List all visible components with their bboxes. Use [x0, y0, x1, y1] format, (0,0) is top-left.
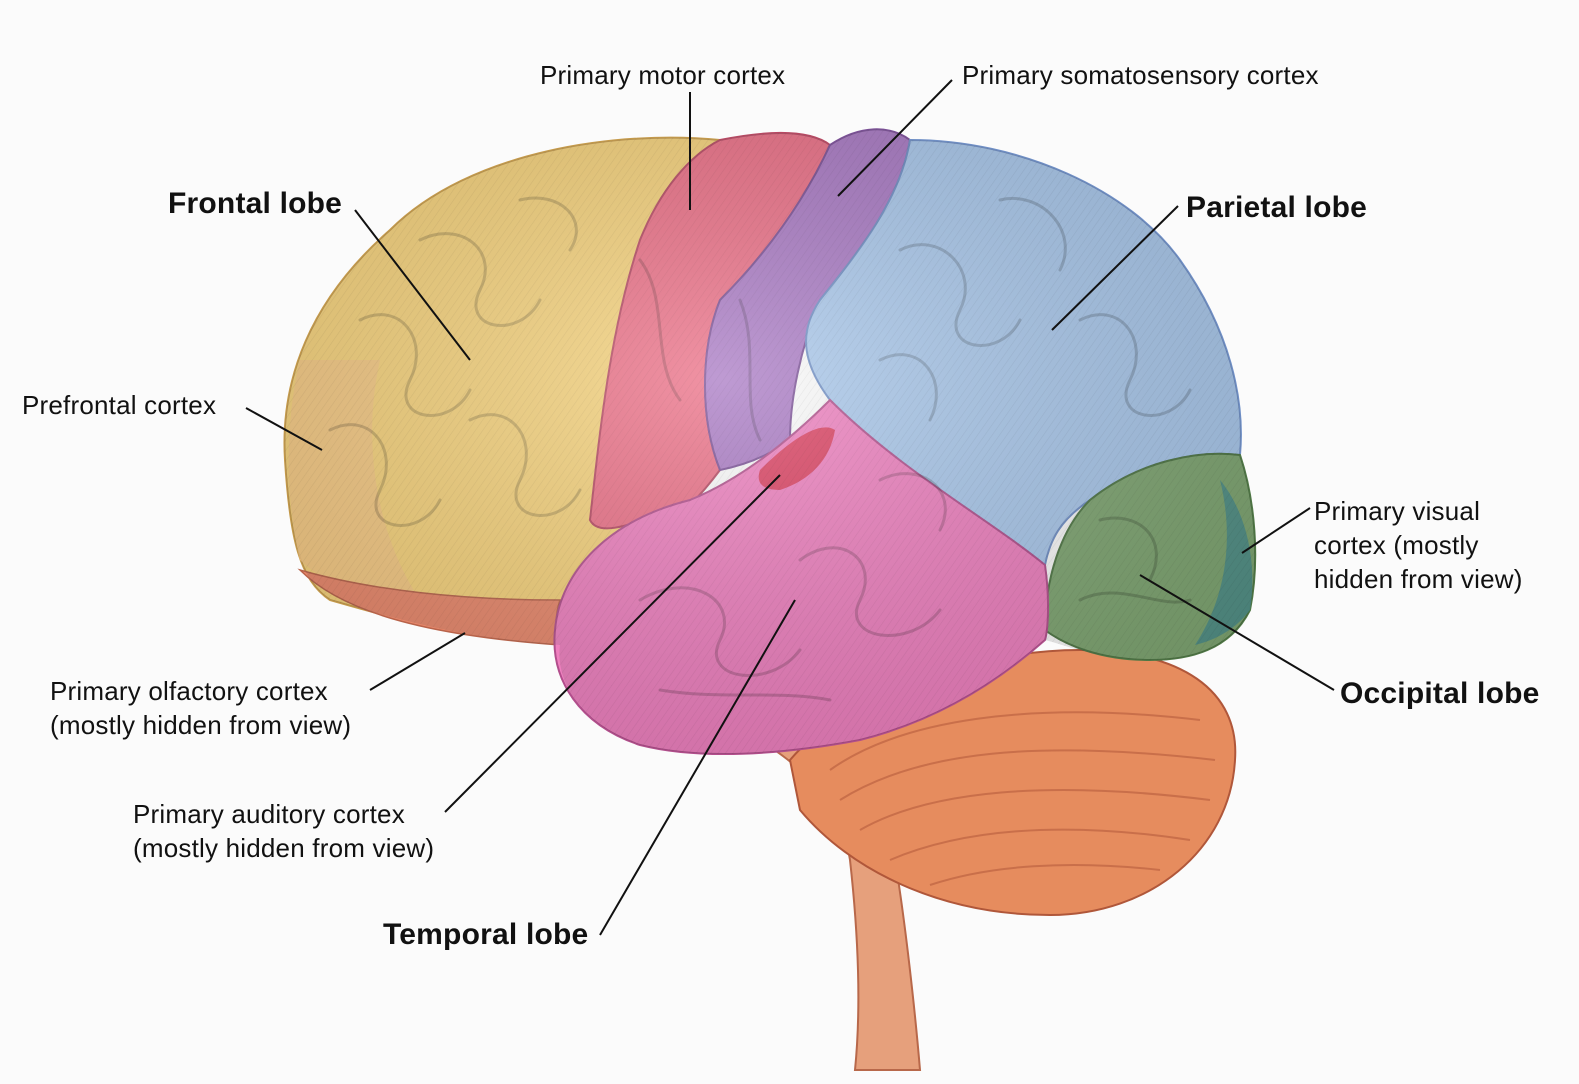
label-prefrontal-cortex: Prefrontal cortex: [22, 388, 216, 422]
label-temporal-lobe: Temporal lobe: [383, 917, 588, 953]
label-primary-auditory-cortex: Primary auditory cortex (mostly hidden f…: [133, 797, 434, 865]
label-primary-visual-cortex: Primary visual cortex (mostly hidden fro…: [1314, 494, 1523, 596]
label-primary-somatosensory-cortex: Primary somatosensory cortex: [962, 58, 1319, 92]
label-frontal-lobe: Frontal lobe: [168, 186, 342, 222]
label-parietal-lobe: Parietal lobe: [1186, 190, 1367, 226]
leader-line-olfactory: [370, 633, 465, 690]
label-primary-motor-cortex: Primary motor cortex: [540, 58, 785, 92]
label-occipital-lobe: Occipital lobe: [1340, 676, 1540, 712]
label-primary-olfactory-cortex: Primary olfactory cortex (mostly hidden …: [50, 674, 351, 742]
